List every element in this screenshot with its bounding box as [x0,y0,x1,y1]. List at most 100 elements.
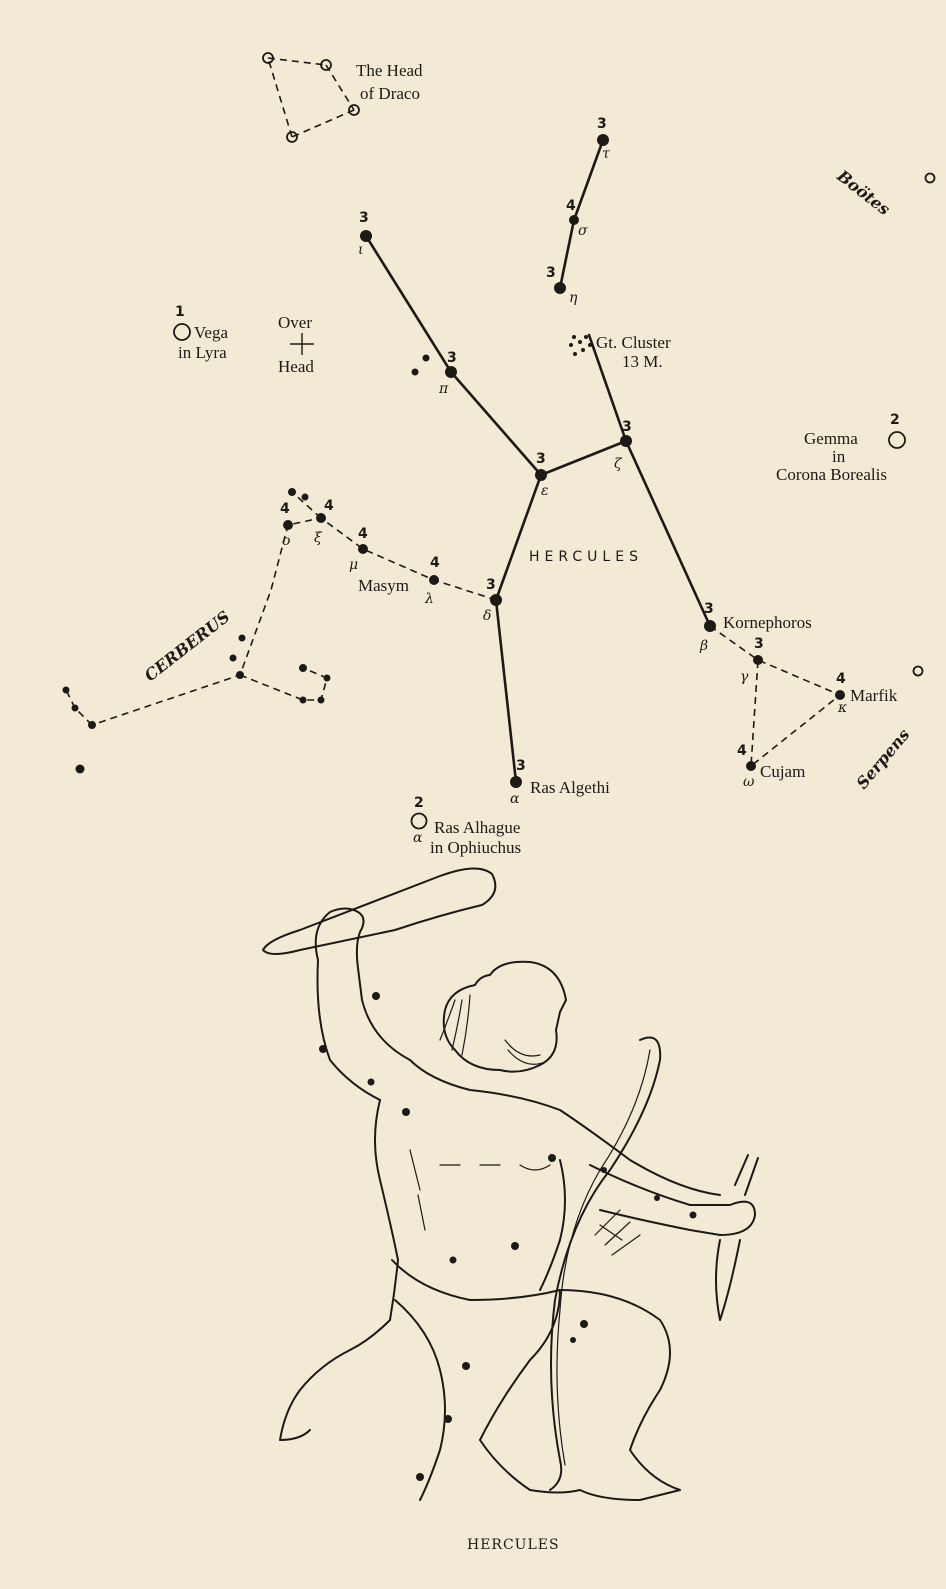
cluster-dot [569,343,573,347]
faint-star [411,368,419,376]
zenith-cross-icon [290,333,314,355]
figure-star [372,992,380,1000]
draco-star [262,52,274,64]
cerberus-star [301,493,309,501]
vega-star [173,323,191,341]
bow [549,1036,662,1491]
greek-pi: π [438,381,449,397]
figure-star [367,1078,375,1086]
draco-star [348,104,360,116]
greek-alpha-ophiuchi: α [413,830,423,846]
figure-star [601,1167,607,1173]
figure-star [444,1415,452,1423]
shin [479,1439,581,1494]
star-gamma [753,655,763,665]
star-kappa [835,690,845,700]
greek-sigma: σ [578,223,588,239]
greek-epsilon: ε [541,483,549,499]
greek-letters: τ σ η ι π ζ ε δ λ μ ξ o α β γ κ ω [282,146,847,807]
star-sigma [569,215,579,225]
greek-omicron: o [282,533,290,549]
cerberus-star [299,696,307,704]
gemma-area: 2 Gemma in Corona Borealis [776,412,906,484]
mag-zeta: 3 [622,419,632,435]
mag-beta: 3 [704,601,714,617]
draco-label-1: The Head [356,61,423,80]
mag-omicron: 4 [280,501,290,517]
shoulder-line [409,1059,721,1196]
greek-zeta: ζ [614,456,623,472]
greek-gamma: γ [740,669,749,685]
figure-star [548,1154,556,1162]
ophiuchus-label: in Ophiuchus [430,838,521,857]
greek-xi: ξ [314,530,323,546]
cerberus-stars [62,488,331,729]
figure-star [580,1320,588,1328]
cluster-dot [584,335,588,339]
hair-beard-strokes [439,994,546,1065]
greek-iota: ι [358,242,364,258]
mag-kappa: 4 [836,671,846,687]
mag-tau: 3 [597,116,607,132]
gemma-in-label: in [832,447,846,466]
figure-caption: HERCULES [467,1537,560,1553]
magnitude-labels: 3 4 3 3 3 3 3 3 4 4 4 4 3 3 3 4 4 [280,116,846,774]
mag-epsilon: 3 [536,451,546,467]
cluster-dot [578,340,582,344]
star-mu [358,544,368,554]
bootes-area: Boötes [833,166,936,219]
cluster-label: Gt. Cluster [596,333,671,352]
ras-alhague-area: 2 α Ras Alhague in Ophiuchus [410,795,521,857]
star-pi [445,366,457,378]
greek-eta: η [569,290,578,306]
greek-tau: τ [602,146,610,162]
cerberus-star [71,704,79,712]
gemma-magnitude: 2 [890,412,900,428]
loincloth [391,1259,561,1441]
ras-algethi-label: Ras Algethi [530,778,610,797]
serpens-label: Serpens [853,725,914,792]
cluster-dot [588,343,592,347]
left-leg-back [279,1319,391,1441]
mag-lambda: 4 [430,555,440,571]
hercules-constellation-label: HERCULES [529,549,643,565]
ras-alhague-star [410,812,428,830]
mag-omega: 4 [737,743,747,759]
mag-alpha: 3 [516,758,526,774]
mag-pi: 3 [447,350,457,366]
bow-string [556,1049,651,1466]
figure-star [689,1211,697,1219]
right-leg [559,1289,681,1501]
lyra-label: in Lyra [178,343,227,362]
gemma-label: Gemma [804,429,858,448]
cujam-label: Cujam [760,762,805,781]
ras-alhague-magnitude: 2 [414,795,424,811]
faint-star [75,764,85,774]
vega-area: 1 Vega in Lyra Over Head [173,304,314,376]
chest-line [539,1159,566,1291]
star-tau [597,134,609,146]
greek-mu: μ [349,557,358,573]
olive-branch [594,1209,641,1256]
cluster-dot [573,352,577,356]
greek-omega: ω [743,774,755,790]
cerberus-label: CERBERUS [141,607,234,685]
cerberus-star [317,696,325,704]
vega-magnitude: 1 [175,304,185,320]
star-omega [746,761,756,771]
figure-star [319,1045,327,1053]
head-label: Head [278,357,314,376]
hercules-lines [65,138,842,784]
faint-star [422,354,430,362]
star-beta [704,620,716,632]
mag-sigma: 4 [566,198,576,214]
cerberus-star [299,664,307,672]
greek-alpha: α [510,791,520,807]
head [442,960,567,1073]
figure-star [462,1362,470,1370]
draco-star [286,131,298,143]
star-eta [554,282,566,294]
bootes-star [924,172,936,184]
